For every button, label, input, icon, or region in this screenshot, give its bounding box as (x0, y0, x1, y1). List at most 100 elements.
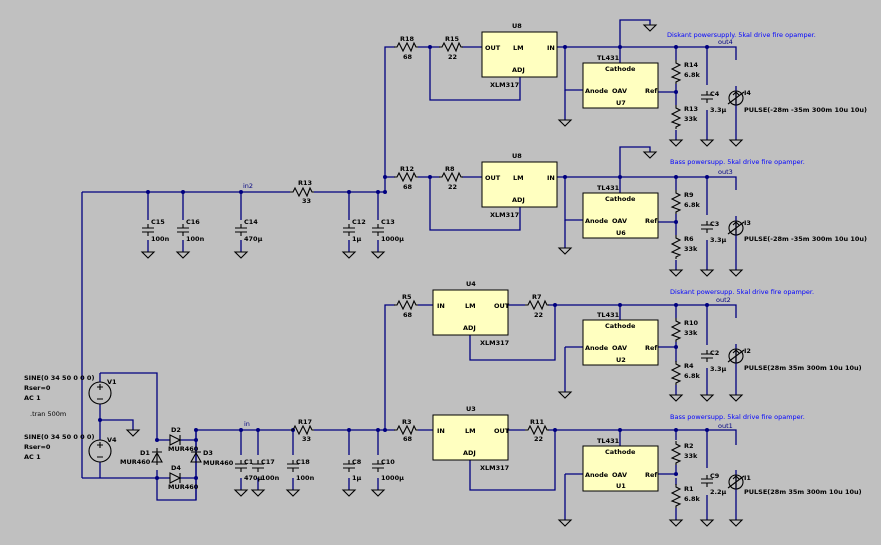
r17-value: 33 (302, 435, 311, 443)
r7-name: R7 (532, 293, 542, 301)
u4-model: XLM317 (480, 339, 509, 347)
r5-value: 68 (403, 311, 413, 319)
c10-value: 1000µ (381, 474, 404, 482)
r12-name: R12 (400, 165, 414, 173)
c12-value: 1µ (352, 235, 362, 243)
r10-value: 33k (684, 329, 698, 337)
u6-cathode: Cathode (605, 195, 636, 203)
c4-name: C4 (710, 90, 720, 98)
netlabel-out4: out4 (718, 38, 733, 46)
u3-name: U3 (466, 405, 476, 413)
c16-name: C16 (186, 218, 200, 226)
i4-name: I4 (744, 89, 751, 97)
u4-in: IN (437, 302, 445, 310)
c2-value: 3.3µ (710, 365, 727, 373)
c4-value: 3.3µ (710, 106, 727, 114)
r11-name: R11 (530, 418, 545, 426)
u7-ref: Ref (645, 87, 657, 95)
tl431-u1 (582, 445, 659, 492)
u7-cathode: Cathode (605, 65, 636, 73)
u8a-out: OUT (485, 44, 501, 52)
u7-anode: Anode (585, 87, 609, 95)
c10-name: C10 (381, 458, 395, 466)
c1-value: 470µ (244, 474, 263, 482)
netlabel-out1: out1 (718, 422, 733, 430)
u6-ref: Ref (645, 217, 657, 225)
note-u6: Bass powersupp. 5kal drive fire opamper. (670, 158, 805, 166)
regulator-u3 (432, 414, 509, 461)
u8a-adj: ADJ (512, 66, 525, 74)
v4-line2: Rser=0 (24, 443, 51, 451)
netlabel-out2: out2 (716, 296, 731, 304)
u2-ref: Ref (645, 344, 657, 352)
u4-out: OUT (494, 302, 510, 310)
v1-line3: AC 1 (24, 394, 41, 402)
c8-name: C8 (352, 458, 362, 466)
v4-name: V4 (107, 436, 117, 444)
u2-oav: OAV (612, 344, 627, 352)
u6-anode: Anode (585, 217, 609, 225)
r3-value: 68 (403, 435, 413, 443)
r8-name: R8 (445, 165, 455, 173)
u6-oav: OAV (612, 217, 627, 225)
d3-name: D3 (203, 449, 213, 457)
u7-model: TL431 (597, 54, 620, 62)
r13b-value: 33k (684, 115, 698, 123)
r14-value: 6.8k (684, 71, 701, 79)
netlabel-out3: out3 (718, 168, 733, 176)
d2-name: D2 (171, 426, 181, 434)
r15-name: R15 (445, 35, 460, 43)
u8b-lm: LM (513, 174, 524, 182)
u6-model: TL431 (597, 184, 620, 192)
r14-name: R14 (684, 61, 699, 69)
r4-name: R4 (684, 362, 694, 370)
i2-name: I2 (744, 347, 751, 355)
d2-value: MUR460 (168, 445, 199, 453)
u8b-adj: ADJ (512, 196, 525, 204)
r6-value: 33k (684, 245, 698, 253)
r13b-name: R13 (684, 105, 698, 113)
c13-name: C13 (381, 218, 395, 226)
r1-value: 6.8k (684, 495, 701, 503)
c17-value: 100n (261, 474, 280, 482)
c18-value: 100n (296, 474, 315, 482)
u2-cathode: Cathode (605, 322, 636, 330)
note-u1: Bass powersupp. 5kal drive fire opamper. (670, 413, 805, 421)
u8a-model: XLM317 (490, 81, 519, 89)
voltage-source-v1 (88, 381, 112, 405)
tl431-u7 (582, 62, 659, 109)
netlabel-in: in (244, 420, 250, 428)
v4-line1: SINE(0 34 50 0 0 0) (24, 433, 94, 441)
r18-name: R18 (400, 35, 415, 43)
c9-name: C9 (710, 472, 720, 480)
u2-name: U2 (616, 356, 626, 364)
d4-name: D4 (171, 464, 181, 472)
u3-adj: ADJ (463, 449, 476, 457)
u6-name: U6 (616, 229, 626, 237)
u7-oav: OAV (612, 87, 627, 95)
u1-oav: OAV (612, 471, 627, 479)
u3-out: OUT (494, 427, 510, 435)
r5-name: R5 (402, 293, 412, 301)
i1-value: PULSE(28m 35m 300m 10u 10u) (744, 488, 862, 496)
u4-lm: LM (465, 302, 476, 310)
d1-name: D1 (140, 449, 150, 457)
r13a-value: 33 (302, 197, 311, 205)
regulator-u4 (432, 289, 509, 336)
netlabel-in2: in2 (243, 182, 253, 190)
r15-value: 22 (448, 53, 457, 61)
c14-name: C14 (244, 218, 258, 226)
u3-lm: LM (465, 427, 476, 435)
r8-value: 22 (448, 183, 457, 191)
capacitor-symbols (141, 90, 714, 488)
u8b-out: OUT (485, 174, 501, 182)
regulator-u8-top (481, 31, 558, 78)
r7-value: 22 (534, 311, 543, 319)
c13-value: 1000µ (381, 235, 404, 243)
r4-value: 6.8k (684, 372, 701, 380)
diode-symbols (151, 434, 202, 484)
c16-value: 100n (186, 235, 205, 243)
u1-name: U1 (616, 482, 626, 490)
r1-name: R1 (684, 485, 694, 493)
